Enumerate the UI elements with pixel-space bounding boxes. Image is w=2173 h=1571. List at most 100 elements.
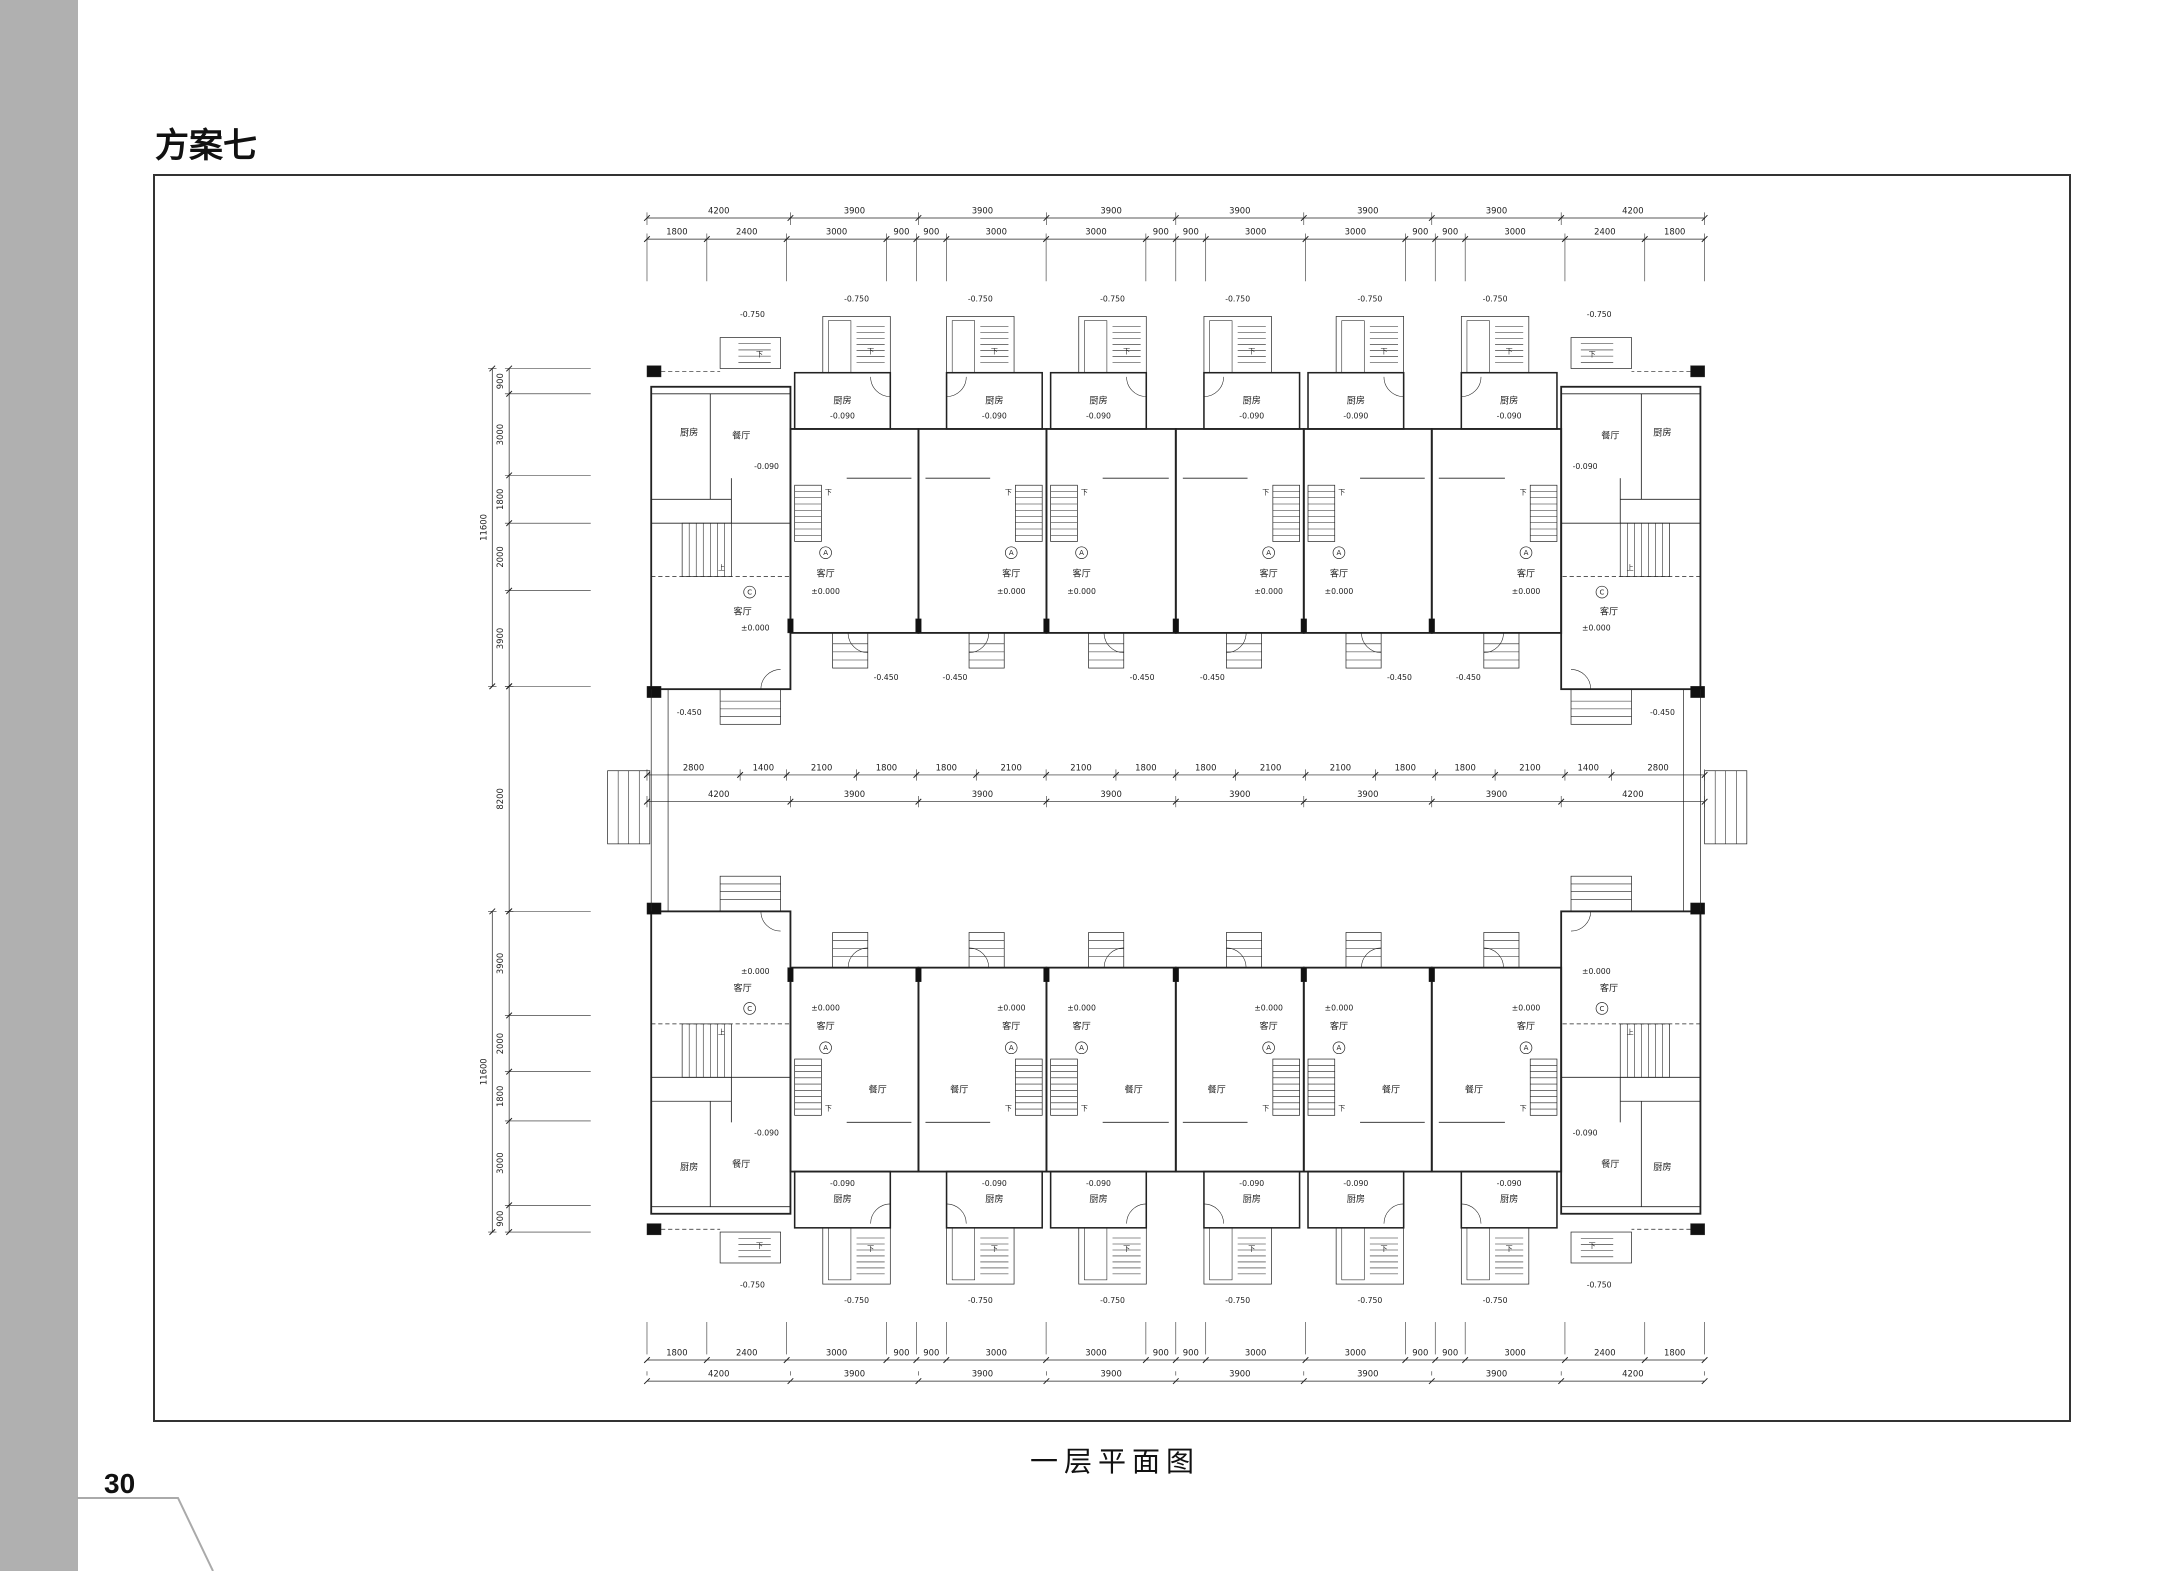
wall-column bbox=[646, 686, 662, 698]
door-swing bbox=[946, 1203, 967, 1224]
dimension-tick bbox=[1558, 1377, 1565, 1385]
back-steps bbox=[946, 1227, 1015, 1285]
stair bbox=[1015, 484, 1043, 542]
door-swing bbox=[946, 376, 967, 397]
room-label-dining: 餐厅 bbox=[950, 1083, 968, 1095]
end-unit-walls bbox=[650, 385, 792, 691]
dimension-label: 4200 bbox=[1622, 1369, 1643, 1379]
axis-bubble bbox=[1075, 1041, 1088, 1055]
dimension-label: 900 bbox=[1153, 227, 1169, 237]
unit-walls bbox=[1045, 428, 1177, 634]
dimension-tick bbox=[1402, 1356, 1409, 1364]
elevation-label: ±0.000 bbox=[997, 587, 1026, 596]
wall-column bbox=[646, 365, 662, 378]
elevation-label: -0.450 bbox=[1130, 673, 1155, 682]
door-swing bbox=[847, 632, 868, 653]
dimension-tick bbox=[1142, 1356, 1150, 1364]
elevation-label: -0.750 bbox=[844, 295, 869, 304]
elevation-label: -0.750 bbox=[1100, 295, 1125, 304]
dimension-label: 3000 bbox=[495, 1152, 505, 1173]
page-title: 方案七 bbox=[155, 126, 257, 166]
room-label-living: 客厅 bbox=[733, 982, 751, 994]
stair bbox=[1050, 484, 1078, 542]
porch-steps bbox=[968, 932, 1005, 968]
dimension-label: 3900 bbox=[844, 205, 865, 215]
dimension-label: 2100 bbox=[1000, 762, 1021, 772]
stair-direction-label: 下 bbox=[1380, 1244, 1387, 1253]
dimension-label: 900 bbox=[1183, 1348, 1199, 1358]
wall-column bbox=[1043, 967, 1050, 982]
door-swing bbox=[1226, 632, 1247, 653]
back-steps-landing bbox=[1466, 320, 1490, 373]
back-steps-landing bbox=[1084, 1227, 1108, 1281]
axis-bubble bbox=[1595, 1002, 1609, 1015]
door-swing bbox=[760, 911, 781, 932]
unit-walls bbox=[789, 428, 920, 634]
back-steps-landing bbox=[951, 1227, 975, 1281]
axis-label: A bbox=[1009, 548, 1014, 557]
stair bbox=[1307, 1058, 1336, 1116]
stair-direction-label: 下 bbox=[1589, 349, 1596, 358]
dimension-tick bbox=[913, 1356, 920, 1364]
dimension-tick bbox=[643, 1356, 651, 1364]
dimension-label: 2100 bbox=[811, 762, 832, 772]
room-label-kitchen: 厨房 bbox=[1347, 1193, 1365, 1205]
axis-bubble bbox=[743, 1002, 756, 1015]
dimension-label: 900 bbox=[495, 373, 505, 389]
wall-column bbox=[1172, 618, 1179, 634]
porch-steps bbox=[832, 932, 869, 968]
dimension-label: 3900 bbox=[1100, 789, 1121, 799]
dimension-label: 2400 bbox=[1594, 227, 1615, 237]
stair-direction-label: 下 bbox=[1338, 1103, 1345, 1112]
dimension-label: 1800 bbox=[1664, 1348, 1685, 1358]
stair bbox=[681, 522, 732, 577]
room-label-dining: 餐厅 bbox=[1465, 1083, 1483, 1095]
wall-column bbox=[1690, 365, 1705, 378]
room-label-living: 客厅 bbox=[1600, 605, 1618, 617]
dimension-label: 3000 bbox=[1345, 227, 1366, 237]
axis-bubble bbox=[1519, 546, 1533, 559]
stair-direction-label: 下 bbox=[1506, 1244, 1513, 1253]
entry-steps bbox=[1570, 875, 1632, 912]
back-steps-landing bbox=[1466, 1227, 1490, 1281]
stair-direction-label: 下 bbox=[1123, 347, 1130, 356]
elevation-label: ±0.000 bbox=[1512, 587, 1541, 596]
wall-column bbox=[1300, 618, 1307, 634]
dimension-tick bbox=[643, 1377, 651, 1385]
page-number: 30 bbox=[104, 1468, 136, 1499]
page-corner-line bbox=[77, 1497, 214, 1571]
elevation-label: ±0.000 bbox=[1067, 1003, 1096, 1012]
dimension-label: 4200 bbox=[708, 789, 729, 799]
door-swing bbox=[870, 376, 891, 397]
elevation-label: -0.750 bbox=[1357, 1296, 1382, 1305]
dimension-label: 3900 bbox=[495, 953, 505, 974]
dimension-label: 1800 bbox=[1135, 762, 1156, 772]
porch-steps bbox=[968, 632, 1005, 669]
elevation-label: -0.750 bbox=[1357, 295, 1382, 304]
room-label-living: 客厅 bbox=[1260, 567, 1278, 579]
dimension-tick bbox=[1641, 1356, 1648, 1364]
back-steps bbox=[1203, 1227, 1272, 1285]
elevation-label: ±0.000 bbox=[741, 624, 770, 633]
dimension-label: 2400 bbox=[736, 1348, 757, 1358]
room-label-living: 客厅 bbox=[1517, 1020, 1535, 1032]
stair-direction-label: 下 bbox=[1248, 347, 1255, 356]
wall-column bbox=[915, 967, 922, 982]
dimension-label: 1800 bbox=[1454, 762, 1475, 772]
end-unit-walls bbox=[1560, 385, 1702, 691]
axis-bubble bbox=[1519, 1041, 1533, 1055]
stair bbox=[794, 1058, 822, 1116]
room-label-kitchen: 厨房 bbox=[1243, 394, 1261, 406]
dimension-tick bbox=[1432, 1356, 1439, 1364]
room-label-living: 客厅 bbox=[1002, 567, 1020, 579]
dimension-label: 3000 bbox=[1245, 1348, 1266, 1358]
sidebar-strip bbox=[0, 0, 78, 1571]
room-label-dining: 餐厅 bbox=[1382, 1083, 1400, 1095]
stair-direction-label: 下 bbox=[867, 347, 874, 356]
room-label-dining: 餐厅 bbox=[1207, 1083, 1225, 1095]
dimension-label: 2400 bbox=[1594, 1348, 1615, 1358]
axis-label: C bbox=[747, 588, 752, 597]
back-steps bbox=[1203, 316, 1272, 374]
